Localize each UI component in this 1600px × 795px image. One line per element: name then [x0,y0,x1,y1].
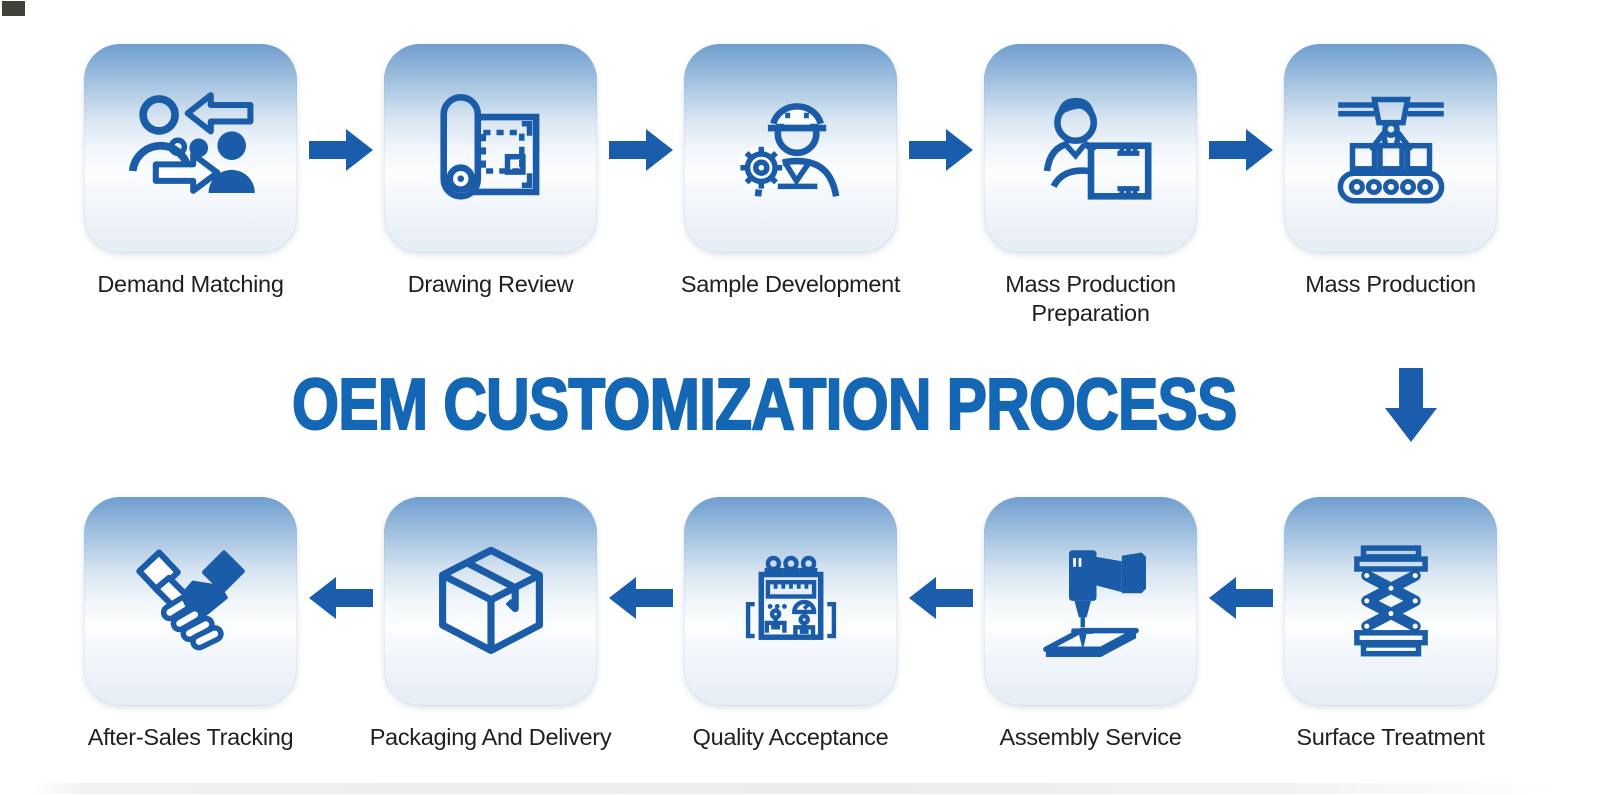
flow-arrow-left-icon [1197,575,1284,621]
step-label: Drawing Review [407,271,574,297]
step-card [684,44,897,253]
step-card [384,497,597,706]
step-surface-treatment: Surface Treatment [1284,497,1497,752]
step-label: After-Sales Tracking [87,724,294,750]
step-card [84,497,297,706]
flow-arrow-left-icon [897,575,984,621]
step-demand-matching: Demand Matching [84,44,297,299]
step-card [384,44,597,253]
handshake-icon [135,548,245,650]
engineer-gear-icon [738,102,839,197]
step-label: Sample Development [680,271,901,297]
step-mass-production-preparation: Mass Production Preparation [984,44,1197,327]
package-box-icon [438,546,543,654]
step-after-sales-tracking: After-Sales Tracking [84,497,297,752]
flow-arrow-down-icon [1385,368,1437,442]
step-label: Assembly Service [999,724,1182,750]
step-packaging-and-delivery: Packaging And Delivery [370,497,612,752]
flow-arrow-left-icon [597,575,684,621]
corner-artifact [2,1,25,16]
conveyor-belt-icon [1337,96,1444,203]
process-row-bottom: After-Sales Tracking Packaging And Deliv… [84,497,1497,752]
step-quality-acceptance: Quality Acceptance [684,497,897,752]
step-card [684,497,897,706]
inspection-machine-icon [745,555,836,640]
step-sample-development: Sample Development [681,44,900,299]
step-card [1284,497,1497,706]
step-assembly-service: Assembly Service [984,497,1197,752]
blueprint-icon [439,93,539,200]
step-label: Packaging And Delivery [369,724,612,750]
scissor-lift-icon [1353,544,1428,656]
step-card [984,44,1197,253]
flow-arrow-left-icon [297,575,384,621]
flow-arrow-right-icon [897,127,984,173]
step-label: Mass Production Preparation [1005,271,1176,326]
step-drawing-review: Drawing Review [384,44,597,299]
worker-package-icon [1043,97,1151,200]
flow-arrow-right-icon [1197,127,1284,173]
drill-icon [1042,549,1146,657]
step-card [984,497,1197,706]
step-card [84,44,297,253]
step-label: Surface Treatment [1296,724,1485,750]
step-label: Quality Acceptance [692,724,889,750]
step-label: Demand Matching [97,271,284,297]
step-label: Mass Production [1305,271,1476,297]
flow-arrow-right-icon [597,127,684,173]
step-mass-production: Mass Production [1284,44,1497,299]
process-row-top: Demand Matching Drawing Review [84,44,1497,327]
bottom-shadow-strip [30,783,1560,794]
page-title: OEM CUSTOMIZATION PROCESS [291,365,1238,445]
flow-arrow-right-icon [297,127,384,173]
step-card [1284,44,1497,253]
people-exchange-icon [128,91,255,194]
